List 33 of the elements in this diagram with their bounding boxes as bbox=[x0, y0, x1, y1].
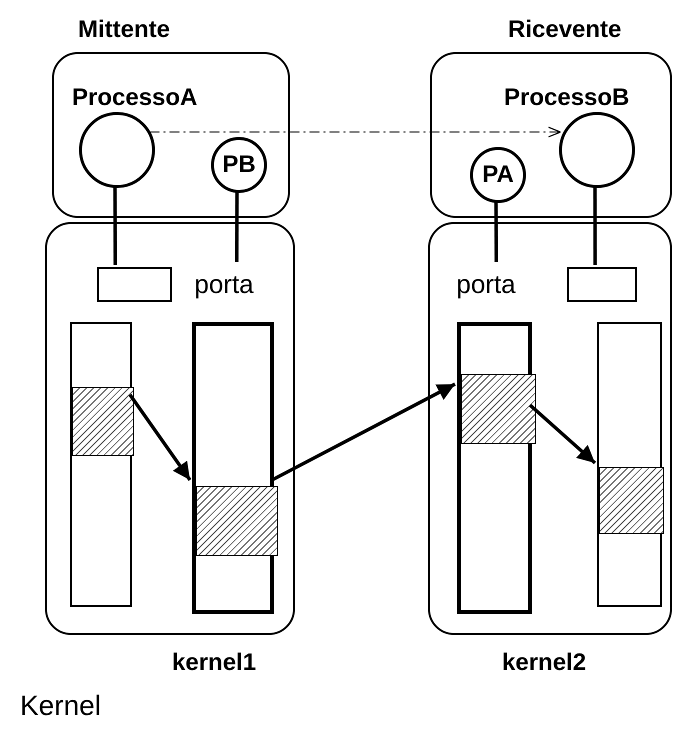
side-heading: Mittente bbox=[78, 16, 170, 44]
process-circle bbox=[79, 112, 155, 188]
port-box bbox=[567, 267, 637, 302]
connector-line bbox=[113, 186, 117, 265]
hatched-block bbox=[72, 387, 134, 456]
connector-line bbox=[593, 186, 597, 265]
process-title: ProcessoA bbox=[72, 84, 198, 112]
arrow bbox=[271, 382, 456, 482]
hatched-block bbox=[196, 486, 278, 556]
port-name: PA bbox=[481, 161, 515, 189]
arrow bbox=[528, 404, 596, 464]
port-circle bbox=[211, 137, 267, 193]
connector-line bbox=[494, 201, 498, 262]
buffer-bar bbox=[597, 322, 662, 607]
process-title: ProcessoB bbox=[504, 84, 630, 112]
process-circle bbox=[559, 112, 635, 188]
port-label: porta bbox=[445, 264, 527, 304]
hatched-block bbox=[461, 374, 536, 444]
port-box bbox=[97, 267, 172, 302]
port-label: porta bbox=[183, 264, 265, 304]
arrow bbox=[128, 394, 192, 481]
process-box bbox=[430, 52, 672, 218]
port-circle bbox=[470, 147, 526, 203]
connector-line bbox=[235, 191, 239, 262]
side-heading: Ricevente bbox=[508, 16, 622, 44]
kernel-title: kernel1 bbox=[172, 649, 256, 677]
caption: Kernel bbox=[20, 690, 101, 722]
hatched-block bbox=[599, 467, 664, 534]
buffer-bar bbox=[70, 322, 132, 607]
arrow bbox=[148, 126, 562, 138]
port-name: PB bbox=[221, 151, 257, 179]
process-box bbox=[52, 52, 290, 218]
kernel-title: kernel2 bbox=[502, 649, 586, 677]
